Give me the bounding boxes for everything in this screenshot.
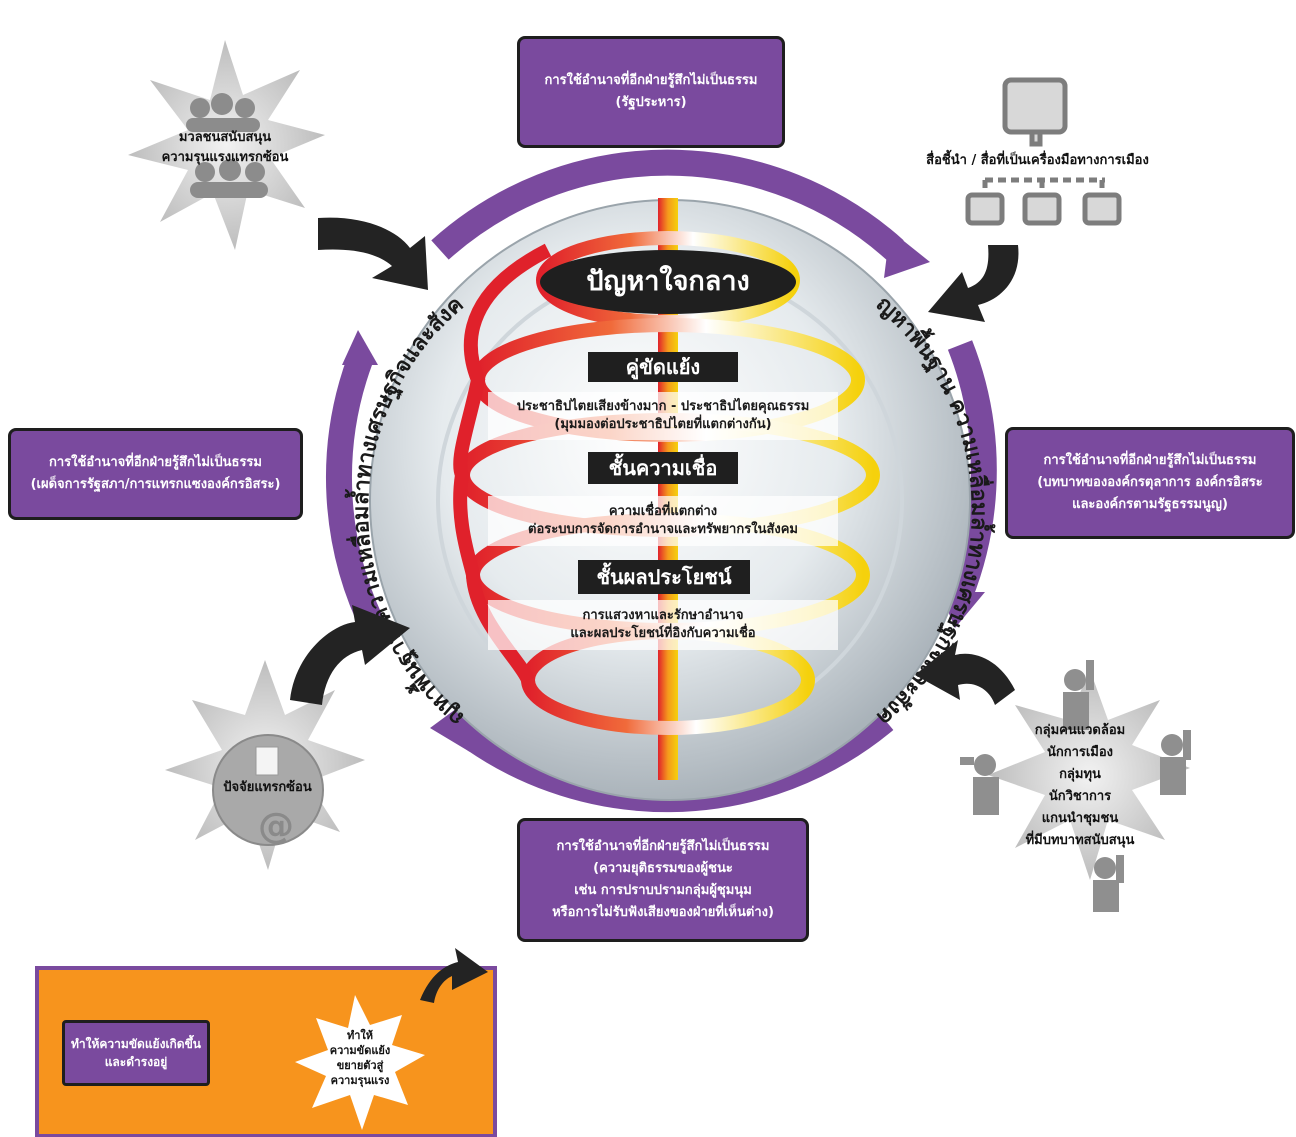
at-sign-icon: @ [258, 806, 294, 847]
presenter-figures-icon [960, 660, 1191, 912]
arrow-from-mass [318, 217, 428, 290]
legend-box-sustains: ทำให้ความขัดแย้งเกิดขึ้น และดำรงอยู่ [62, 1020, 210, 1086]
people-silhouettes-icon [186, 93, 268, 198]
core-ellipse [540, 250, 796, 314]
label-mass-line-2: ความรุนแรงแทรกซ้อน [161, 150, 289, 165]
belief-desc-line-1: ความเชื่อที่แตกต่าง [608, 504, 718, 519]
layer-interest-desc: การแสวงหาและรักษาอำนาจ และผลประโยชน์ที่อ… [488, 600, 838, 650]
label-groups-line-1: กลุ่มคนแวดล้อม [1034, 723, 1126, 738]
starburst-groups [960, 660, 1191, 912]
legend-box-line-1: ทำให้ความขัดแย้งเกิดขึ้น [70, 1037, 202, 1051]
box-victors-line-1: การใช้อำนาจที่อีกฝ่ายรู้สึกไม่เป็นธรรม [556, 839, 770, 854]
ring-arc-left [325, 355, 387, 636]
globe-icon [212, 734, 324, 846]
arrow-from-media [928, 245, 1019, 322]
document-icon [255, 746, 279, 776]
belief-title-text: ชั้นความเชื่อ [608, 456, 718, 480]
box-parliament-line-1: การใช้อำนาจที่อีกฝ่ายรู้สึกไม่เป็นธรรม [49, 455, 262, 470]
legend-burst-line-1: ทำให้ [346, 1029, 374, 1042]
label-groups-line-3: กลุ่มทุน [1059, 767, 1101, 782]
label-intervening-text: ปัจจัยแทรกซ้อน [223, 780, 312, 795]
arrow-from-groups [915, 640, 1015, 705]
label-mass-support: มวลชนสนับสนุน ความรุนแรงแทรกซ้อน [150, 128, 300, 168]
label-groups-line-6: ที่มีบทบาทสนับสนุน [1025, 833, 1135, 848]
ring-arc-top [431, 149, 904, 260]
label-media-text: สื่อชี้นำ / สื่อที่เป็นเครื่องมือทางการเ… [926, 153, 1149, 168]
label-mass-line-1: มวลชนสนับสนุน [178, 130, 272, 145]
ring-arc-right [947, 340, 997, 600]
box-judiciary-line-1: การใช้อำนาจที่อีกฝ่ายรู้สึกไม่เป็นธรรม [1043, 453, 1257, 468]
arrow-from-intervening [290, 605, 410, 705]
media-network-lines [982, 177, 1105, 195]
layer-parties-title: คู่ขัดแย้ง [588, 352, 738, 382]
starburst-shape [988, 670, 1190, 880]
parties-desc-line-1: ประชาธิปไตยเสียงข้างมาก - ประชาธิปไตยคุณ… [516, 399, 810, 414]
interest-desc-line-2: และผลประโยชน์ที่อิงกับความเชื่อ [570, 626, 756, 641]
interest-desc-line-1: การแสวงหาและรักษาอำนาจ [582, 608, 744, 623]
ring-arrowhead-top [884, 230, 930, 278]
label-media: สื่อชี้นำ / สื่อที่เป็นเครื่องมือทางการเ… [905, 152, 1170, 170]
starburst-intervening: @ [165, 660, 365, 870]
core-problem-label: ปัญหาใจกลาง [548, 262, 788, 302]
interest-title-text: ชั้นผลประโยชน์ [596, 565, 732, 589]
legend-burst-line-4: ความรุนแรง [330, 1074, 390, 1087]
label-groups-line-4: นักวิชาการ [1048, 789, 1112, 804]
label-groups-line-2: นักการเมือง [1046, 745, 1114, 760]
label-intervening: ปัจจัยแทรกซ้อน [205, 779, 330, 797]
box-victors-line-4: หรือการไม่รับฟังเสียงของฝ่ายที่เห็นต่าง) [552, 905, 774, 920]
legend-burst [295, 995, 425, 1130]
box-judiciary-line-2: (บทบาทขององค์กรตุลาการ องค์กรอิสระ [1037, 475, 1263, 490]
box-parliament: การใช้อำนาจที่อีกฝ่ายรู้สึกไม่เป็นธรรม (… [8, 428, 303, 520]
legend-box-line-2: และดำรงอยู่ [104, 1055, 168, 1069]
box-victors-justice: การใช้อำนาจที่อีกฝ่ายรู้สึกไม่เป็นธรรม (… [517, 818, 809, 942]
black-arrows [290, 217, 1019, 705]
helix-left-strand [453, 243, 552, 684]
legend-curved-arrow [420, 948, 488, 1003]
layer-belief-desc: ความเชื่อที่แตกต่าง ต่อระบบการจัดการอำนา… [488, 496, 838, 546]
box-coup-line-2: (รัฐประหาร) [615, 95, 687, 110]
starburst-mass [128, 40, 325, 250]
box-coup-line-1: การใช้อำนาจที่อีกฝ่ายรู้สึกไม่เป็นธรรม [544, 73, 758, 88]
label-supporting-groups: กลุ่มคนแวดล้อม นักการเมือง กลุ่มทุน นักว… [1010, 720, 1150, 852]
core-problem-text: ปัญหาใจกลาง [586, 266, 750, 297]
parties-desc-line-2: (มุมมองต่อประชาธิปไตยที่แตกต่างกัน) [554, 417, 772, 432]
box-judiciary: การใช้อำนาจที่อีกฝ่ายรู้สึกไม่เป็นธรรม (… [1005, 427, 1295, 539]
ring-arrowhead-left [342, 330, 378, 365]
starburst-shape [128, 40, 325, 250]
box-victors-line-3: เช่น การปราบปรามกลุ่มผู้ชุมนุม [574, 883, 752, 898]
belief-desc-line-2: ต่อระบบการจัดการอำนาจและทรัพยากรในสังคม [528, 522, 798, 537]
layer-parties-desc: ประชาธิปไตยเสียงข้างมาก - ประชาธิปไตยคุณ… [488, 392, 838, 440]
legend-burst-label: ทำให้ ความขัดแย้ง ขยายตัวสู่ ความรุนแรง [300, 1028, 420, 1088]
layer-belief-title: ชั้นความเชื่อ [588, 452, 738, 484]
layer-interest-title: ชั้นผลประโยชน์ [578, 560, 750, 594]
legend-burst-line-3: ขยายตัวสู่ [336, 1059, 384, 1072]
box-parliament-line-2: (เผด็จการรัฐสภา/การแทรกแซงองค์กรอิสระ) [30, 477, 281, 492]
box-victors-line-2: (ความยุติธรรมของผู้ชนะ [593, 861, 733, 876]
box-coup: การใช้อำนาจที่อีกฝ่ายรู้สึกไม่เป็นธรรม (… [517, 36, 785, 148]
box-judiciary-line-3: และองค์กรตามรัฐธรรมนูญ) [1072, 497, 1228, 512]
label-groups-line-5: แกนนำชุมชน [1041, 811, 1119, 826]
legend-burst-line-2: ความขัดแย้ง [329, 1044, 391, 1057]
parties-title-text: คู่ขัดแย้ง [625, 355, 701, 379]
